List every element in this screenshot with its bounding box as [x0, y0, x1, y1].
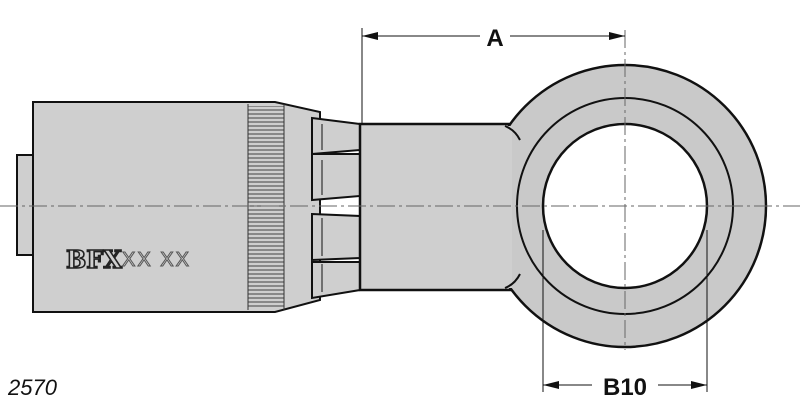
neck-join: [362, 126, 512, 288]
dimension-b-arrow-right: [691, 381, 707, 389]
dimension-a-arrow-right: [609, 32, 625, 40]
neck-flare-bottom: [504, 273, 521, 289]
body-marking: XX XX: [122, 249, 191, 271]
dimension-b: [542, 230, 708, 392]
dimension-a-label: A: [486, 25, 503, 52]
crimp-segment-3: [311, 212, 361, 262]
neck-flare-top: [504, 125, 521, 141]
crimp-segments: [311, 116, 361, 300]
dimension-a-arrow-left: [362, 32, 378, 40]
dimension-a-label-bg: [480, 22, 510, 50]
hose-stub: [16, 154, 35, 256]
part-number: 2570: [7, 375, 58, 400]
dimension-b-label-bg: [592, 370, 658, 400]
crimp-segment-2: [311, 153, 361, 202]
brand-logo: BFX: [66, 245, 122, 274]
dimension-b-label: B10: [603, 374, 647, 401]
dimension-b-arrow-left: [543, 381, 559, 389]
crimp-segment-4: [311, 261, 361, 300]
knurl-band: [248, 106, 284, 308]
crimp-segment-1: [311, 116, 361, 156]
